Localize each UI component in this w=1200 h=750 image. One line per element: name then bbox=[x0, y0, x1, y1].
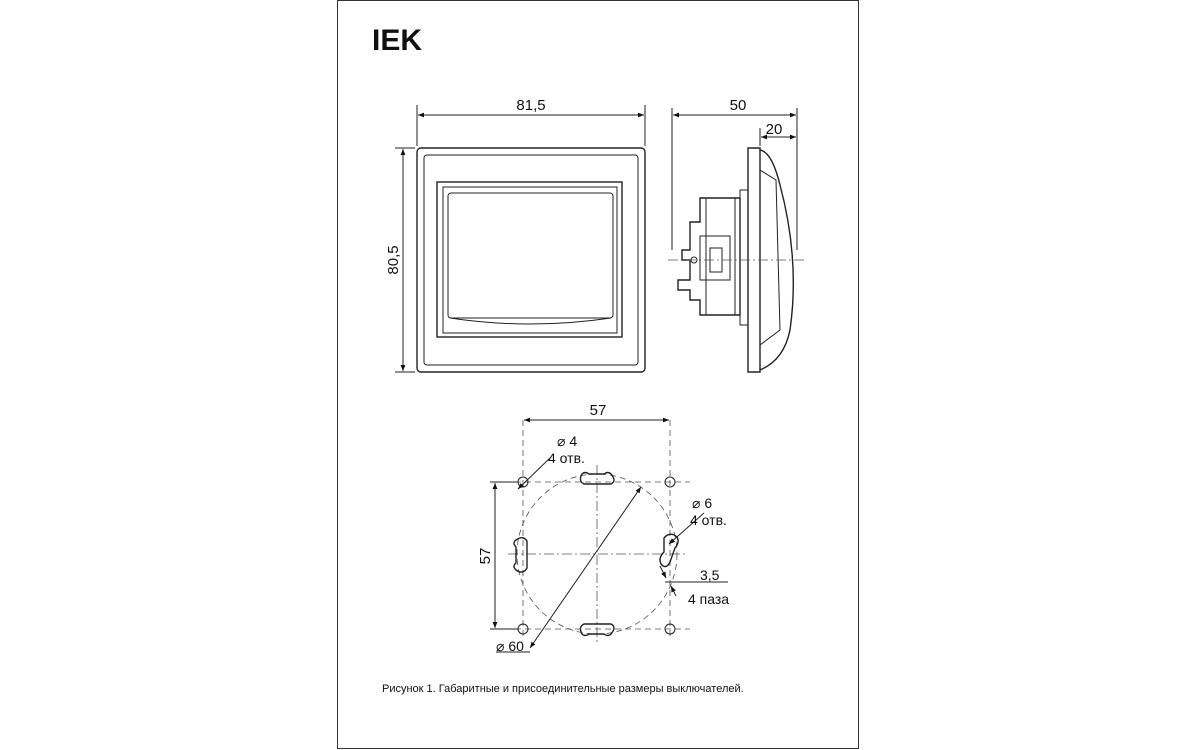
side-support-plate bbox=[739, 189, 749, 326]
circle-diameter-label: ⌀ 60 bbox=[496, 638, 524, 654]
mounting-view: 57 57 ⌀ 60 ⌀ 4 4 отв. ⌀ 6 4 отв. 3,5 4 п… bbox=[477, 402, 729, 654]
mount-h-label: 57 bbox=[590, 402, 607, 419]
side-mechanism-body bbox=[677, 197, 741, 316]
front-view: 81,5 80,5 bbox=[385, 97, 646, 373]
iek-logo: IEK bbox=[372, 24, 422, 57]
slot-count-label: 4 паза bbox=[688, 591, 729, 607]
keyhole-slot-right bbox=[659, 533, 679, 568]
large-hole-diameter-label: ⌀ 6 bbox=[692, 495, 712, 511]
large-hole-leader bbox=[668, 512, 705, 545]
figure-caption: Рисунок 1. Габаритные и присоединительны… bbox=[382, 683, 744, 695]
small-hole-br bbox=[664, 623, 676, 635]
side-face-label: 20 bbox=[766, 121, 783, 138]
front-frame-inner bbox=[423, 154, 639, 366]
side-key-profile bbox=[759, 149, 795, 371]
small-hole-diameter-label: ⌀ 4 bbox=[557, 433, 577, 449]
front-height-label: 80,5 bbox=[385, 245, 402, 274]
large-hole-count-label: 4 отв. bbox=[690, 512, 727, 528]
front-key-face bbox=[447, 192, 614, 319]
mount-v-label: 57 bbox=[477, 548, 494, 565]
slot-width-label: 3,5 bbox=[700, 567, 720, 583]
keyhole-slot-left bbox=[513, 537, 528, 573]
front-frame-outer bbox=[416, 147, 646, 373]
small-hole-tr bbox=[664, 476, 676, 488]
front-key-border bbox=[442, 186, 618, 334]
front-key-outer bbox=[436, 181, 623, 338]
side-frame-plate bbox=[747, 147, 761, 373]
keyhole-slot-top bbox=[579, 471, 615, 485]
small-hole-leader bbox=[517, 457, 551, 490]
side-depth-label: 50 bbox=[730, 97, 747, 114]
front-key-curve bbox=[449, 317, 612, 325]
side-view: 50 20 bbox=[668, 97, 805, 373]
circle-diameter-line bbox=[529, 486, 642, 649]
logo-text: IEK bbox=[372, 24, 422, 57]
small-hole-count-label: 4 отв. bbox=[548, 450, 585, 466]
front-width-label: 81,5 bbox=[516, 97, 545, 114]
